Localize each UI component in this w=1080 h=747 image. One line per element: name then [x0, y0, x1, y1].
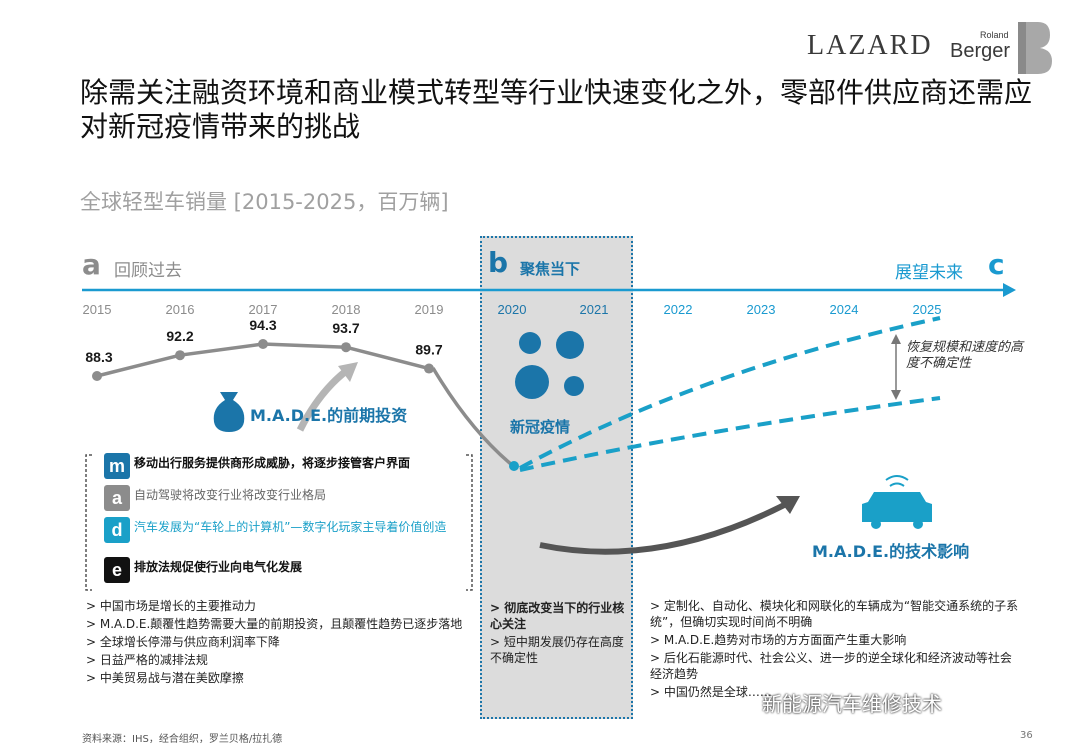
chart-title: 全球轻型车销量 [2015-2025，百万辆]: [80, 190, 449, 214]
year-label: 2021: [580, 302, 609, 317]
lazard-logo: LAZARD: [807, 30, 933, 61]
section-a-label: 回顾过去: [114, 261, 182, 281]
year-label: 2024: [830, 302, 859, 317]
present-section-box: [480, 236, 633, 719]
forecast-lower-line: [519, 396, 941, 472]
timeline-arrow-icon: [1003, 283, 1016, 297]
bullet-item: > 定制化、自动化、模块化和网联化的车辆成为“智能交通系统的子系统”，但确切实现…: [650, 599, 1019, 629]
dip-point: [509, 461, 519, 471]
roland-berger-mark-icon: [1018, 22, 1052, 74]
page-number: 36: [1020, 730, 1033, 741]
section-b-label: 聚焦当下: [520, 260, 581, 278]
trend-text: 汽车发展为“车轮上的计算机”—数字化玩家主导着价值创造: [134, 520, 447, 534]
past-bullets: > 中国市场是增长的主要推动力 > M.A.D.E.颠覆性趋势需要大量的前期投资…: [86, 598, 476, 688]
connected-car-icon: [862, 475, 932, 529]
data-label: 94.3: [249, 317, 276, 333]
section-c-letter: c: [988, 248, 1005, 281]
data-point: [341, 342, 351, 353]
roland-logo-text: Roland: [980, 30, 1009, 40]
digital-icon: d: [104, 517, 130, 543]
data-label: 89.7: [415, 342, 442, 358]
forecast-upper-line: [519, 316, 941, 470]
section-c-label: 展望未来: [895, 263, 963, 283]
year-label: 2018: [332, 302, 361, 317]
uncertainty-note: 恢复规模和速度的高度不确定性: [906, 340, 1024, 371]
slide-title: 除需关注融资环境和商业模式转型等行业快速变化之外，零部件供应商还需应对新冠疫情带…: [80, 76, 1033, 143]
trends-bracket-left: [85, 454, 92, 591]
trend-text: 自动驾驶将改变行业将改变行业格局: [134, 488, 327, 502]
decline-line: [431, 367, 514, 467]
source-note: 资料来源：IHS，经合组织，罗兰贝格/拉扎德: [82, 734, 283, 745]
year-label: 2025: [913, 302, 942, 317]
year-label: 2023: [747, 302, 776, 317]
present-bullets: > 彻底改变当下的行业核心关注 > 短中期发展仍存在高度不确定性: [490, 600, 630, 668]
covid-label: 新冠疫情: [510, 418, 571, 436]
trend-text: 移动出行服务提供商形成威胁，将逐步接管客户界面: [134, 456, 411, 470]
made-investment-label: M.A.D.E.的前期投资: [250, 406, 408, 425]
money-bag-icon: [213, 392, 245, 432]
data-point: [175, 350, 185, 361]
data-point: [424, 363, 434, 374]
made-trends-box: m 移动出行服务提供商形成威胁，将逐步接管客户界面 a 自动驾驶将改变行业将改变…: [86, 447, 471, 592]
bullet-item: > M.A.D.E.颠覆性趋势需要大量的前期投资，且颠覆性趋势已逐步落地: [86, 617, 463, 631]
watermark: 新能源汽车维修技术: [762, 692, 942, 716]
data-label: 92.2: [166, 328, 193, 344]
mobility-icon: m: [104, 453, 130, 479]
bullet-item: > 中国市场是增长的主要推动力: [86, 599, 256, 613]
year-label: 2020: [498, 302, 527, 317]
bullet-item: > M.A.D.E.趋势对市场的方方面面产生重大影响: [650, 633, 907, 647]
bullet-item: > 中美贸易战与潜在美欧摩擦: [86, 671, 244, 685]
berger-logo-text: Berger: [950, 40, 1011, 62]
data-point: [258, 339, 268, 349]
year-label: 2015: [83, 302, 112, 317]
bullet-item: > 彻底改变当下的行业核心关注: [490, 601, 625, 631]
section-a-letter: a: [82, 248, 101, 281]
bullet-item: > 短中期发展仍存在高度不确定性: [490, 635, 624, 665]
bullet-item: > 中国仍然是全球……: [650, 685, 772, 699]
bullet-item: > 日益严格的减排法规: [86, 653, 208, 667]
year-label: 2022: [664, 302, 693, 317]
bullet-item: > 全球增长停滞与供应商利润率下降: [86, 635, 280, 649]
autonomous-icon: a: [104, 485, 130, 511]
section-b-letter: b: [488, 246, 509, 279]
trends-bracket-right: [466, 454, 473, 591]
bullet-item: > 后化石能源时代、社会公义、进一步的逆全球化和经济波动等社会经济趋势: [650, 651, 1012, 681]
data-label: 93.7: [332, 320, 359, 336]
year-label: 2016: [166, 302, 195, 317]
year-label: 2017: [249, 302, 278, 317]
made-impact-arrow: [539, 499, 792, 555]
electrification-icon: e: [104, 557, 130, 583]
data-label: 88.3: [85, 349, 112, 365]
data-point: [92, 371, 102, 381]
trend-text: 排放法规促使行业向电气化发展: [134, 560, 303, 574]
future-bullets: > 定制化、自动化、模块化和网联化的车辆成为“智能交通系统的子系统”，但确切实现…: [650, 598, 1020, 702]
virus-icon: [515, 331, 584, 399]
year-label: 2019: [415, 302, 444, 317]
made-impact-label: M.A.D.E.的技术影响: [812, 542, 970, 561]
